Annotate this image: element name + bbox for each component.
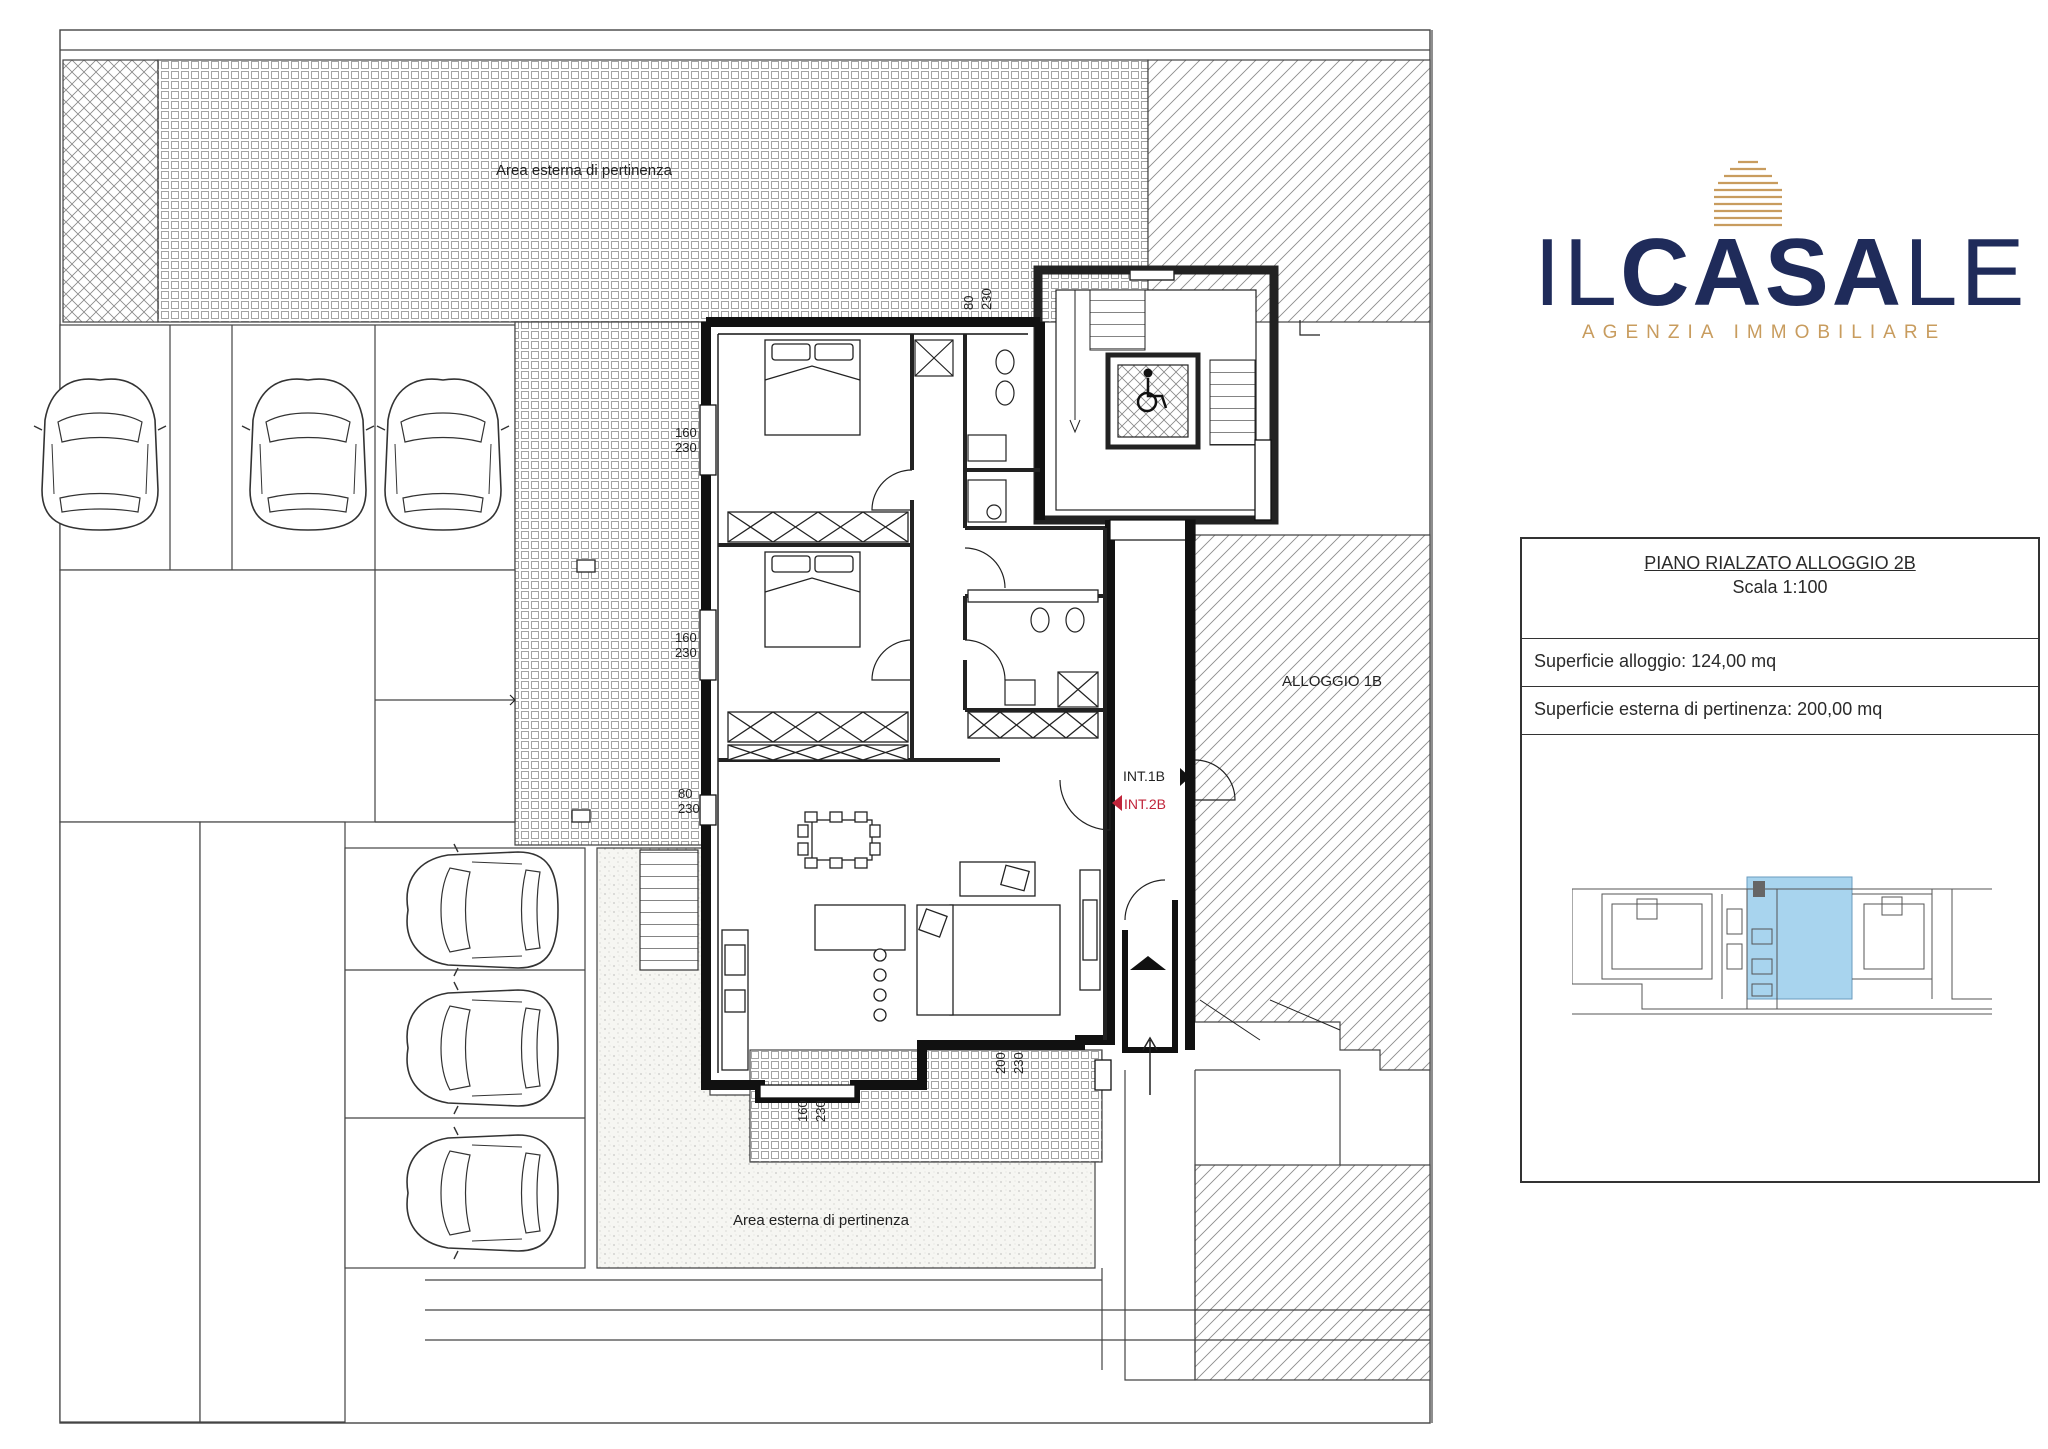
surface-external: Superficie esterna di pertinenza: 200,00… bbox=[1534, 699, 1883, 719]
house-roof-icon bbox=[1714, 160, 1782, 227]
area-label-top: Area esterna di pertinenza bbox=[496, 162, 672, 179]
company-logo: ILCASALE AGENZIA IMMOBILIARE bbox=[1500, 150, 2024, 350]
hatched-area-alloggio-1b bbox=[1194, 534, 1431, 1071]
tiled-area-left bbox=[514, 321, 711, 846]
int-2b-label: INT.2B bbox=[1124, 796, 1167, 812]
car-icon bbox=[406, 981, 559, 1115]
plan-title: PIANO RIALZATO ALLOGGIO 2B bbox=[1644, 553, 1916, 573]
dimension-label: 230 bbox=[979, 288, 994, 310]
info-panel: PIANO RIALZATO ALLOGGIO 2B Scala 1:100 S… bbox=[1520, 537, 2040, 1183]
car-icon bbox=[33, 378, 167, 531]
car-icon bbox=[406, 843, 559, 977]
sofa bbox=[916, 861, 1101, 1016]
dimension-label: 160 bbox=[795, 1100, 810, 1122]
apartment-walls bbox=[701, 317, 1196, 1103]
int-1b-label: INT.1B bbox=[1123, 768, 1166, 784]
dimension-label: 200 bbox=[993, 1052, 1008, 1074]
area-label-bottom: Area esterna di pertinenza bbox=[733, 1212, 909, 1229]
wheelchair-icon bbox=[1136, 368, 1168, 413]
plan-scale: Scala 1:100 bbox=[1732, 577, 1828, 597]
dimension-label: 230 bbox=[1011, 1052, 1026, 1074]
crosshatch-area bbox=[62, 59, 159, 323]
dimension-label: 80 bbox=[961, 295, 976, 310]
logo-wordmark: ILCASALE bbox=[1534, 219, 2028, 326]
surface-unit: Superficie alloggio: 124,00 mq bbox=[1534, 651, 1777, 671]
car-icon bbox=[376, 378, 510, 531]
tiled-area-top bbox=[157, 59, 1149, 323]
dimension-label: 230 bbox=[813, 1100, 828, 1122]
hatched-area-top-right bbox=[1147, 59, 1431, 323]
bed-icon bbox=[764, 339, 861, 648]
alloggio-1b-label: ALLOGGIO 1B bbox=[1282, 673, 1383, 690]
logo-tagline: AGENZIA IMMOBILIARE bbox=[1582, 322, 1947, 343]
dining-table bbox=[797, 811, 881, 869]
car-icon bbox=[241, 378, 375, 531]
car-icon bbox=[406, 1126, 559, 1260]
site-key-plan bbox=[1572, 876, 1992, 1015]
kitchen bbox=[721, 904, 906, 1071]
